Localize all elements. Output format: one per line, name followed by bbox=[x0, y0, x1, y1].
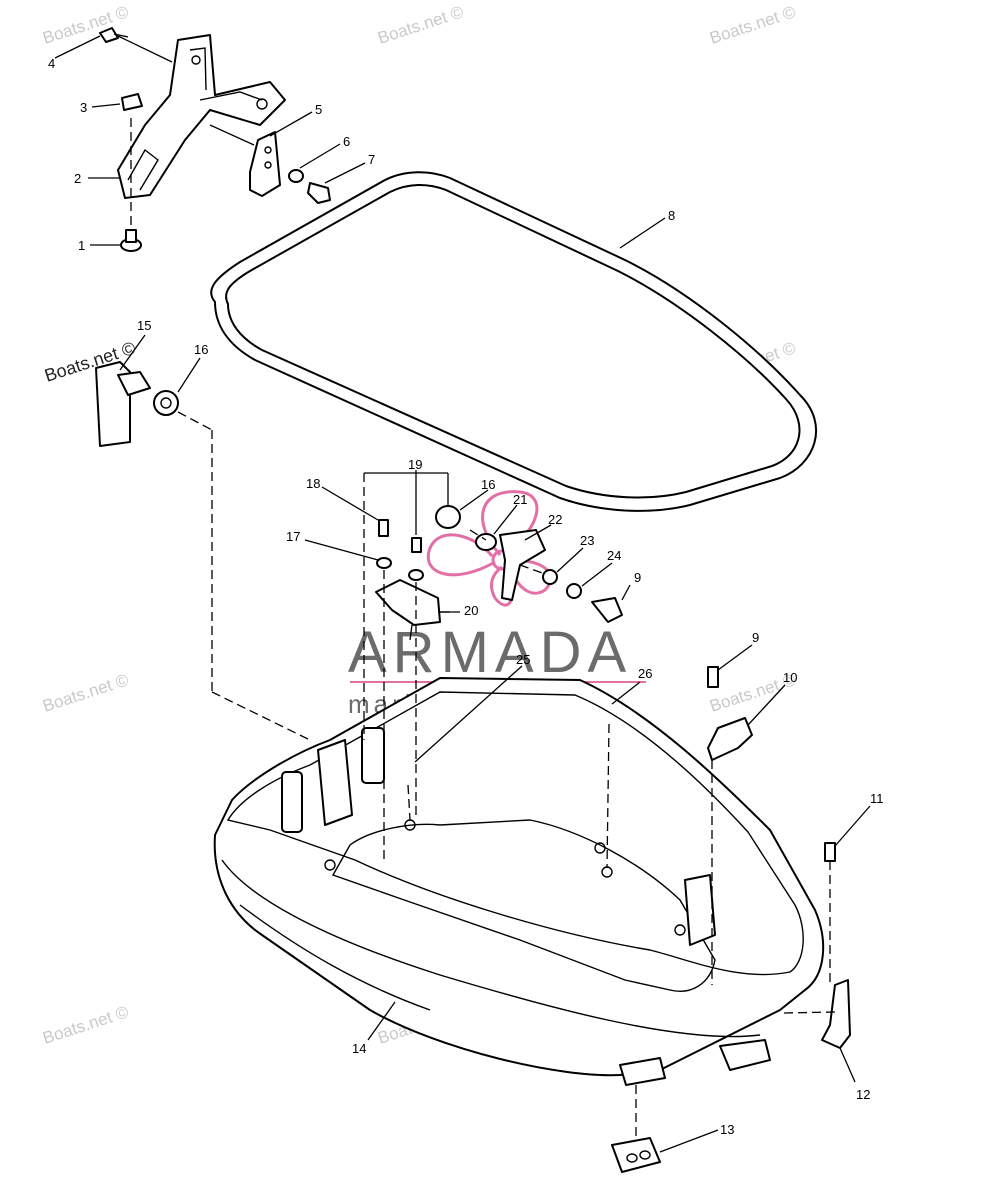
callout-21: 21 bbox=[513, 492, 527, 507]
part-4-screw bbox=[99, 27, 129, 43]
part-9-screw-right bbox=[707, 666, 719, 688]
part-15-latch bbox=[95, 361, 151, 447]
part-21-spring bbox=[475, 533, 497, 551]
callout-10: 10 bbox=[783, 670, 797, 685]
callout-9-upper: 9 bbox=[634, 570, 641, 585]
part-16-nut bbox=[153, 390, 179, 416]
callout-1: 1 bbox=[78, 238, 85, 253]
callout-24: 24 bbox=[607, 548, 621, 563]
callout-numbers: 1 2 3 4 5 6 7 8 9 9 10 11 12 13 14 15 16… bbox=[48, 56, 884, 1137]
callout-3: 3 bbox=[80, 100, 87, 115]
part-12-plate bbox=[821, 979, 851, 1049]
callout-26: 26 bbox=[638, 666, 652, 681]
part-9-bolt-upper bbox=[591, 597, 623, 623]
callout-12: 12 bbox=[856, 1087, 870, 1102]
watermark-site: Boats.net © bbox=[40, 1002, 131, 1048]
callout-16-left: 16 bbox=[194, 342, 208, 357]
callout-7: 7 bbox=[368, 152, 375, 167]
part-1-grommet bbox=[120, 229, 142, 252]
callout-8: 8 bbox=[668, 208, 675, 223]
callout-16-center: 16 bbox=[481, 477, 495, 492]
callout-11: 11 bbox=[870, 791, 884, 806]
callout-20: 20 bbox=[464, 603, 478, 618]
part-2-bracket bbox=[117, 34, 286, 199]
assembly-dashed-lines bbox=[130, 118, 836, 1138]
watermark-site: Boats.net © bbox=[375, 2, 466, 48]
part-13-grommet bbox=[611, 1137, 661, 1173]
part-10-bracket bbox=[707, 717, 753, 761]
part-11-screw bbox=[824, 842, 836, 862]
watermark-site: Boats.net © bbox=[707, 2, 798, 48]
part-23-washer bbox=[542, 569, 558, 585]
leader-lines bbox=[54, 35, 871, 1153]
callout-13: 13 bbox=[720, 1122, 734, 1137]
part-18-screw bbox=[378, 519, 389, 537]
watermark-site: Boats.net © bbox=[40, 670, 131, 716]
callout-25: 25 bbox=[516, 652, 530, 667]
callout-4: 4 bbox=[48, 56, 55, 71]
callout-15: 15 bbox=[137, 318, 151, 333]
callout-6: 6 bbox=[343, 134, 350, 149]
part-24-lockwasher bbox=[566, 583, 582, 599]
callout-23: 23 bbox=[580, 533, 594, 548]
part-3-grommet bbox=[121, 93, 143, 111]
part-19-screw bbox=[411, 537, 422, 553]
callout-19: 19 bbox=[408, 457, 422, 472]
callout-9-right: 9 bbox=[752, 630, 759, 645]
callout-14: 14 bbox=[352, 1041, 366, 1056]
callout-17: 17 bbox=[286, 529, 300, 544]
part-5-hinge-plate bbox=[249, 131, 281, 197]
callout-2: 2 bbox=[74, 171, 81, 186]
part-8-seal bbox=[210, 171, 817, 512]
callout-22: 22 bbox=[548, 512, 562, 527]
part-7-bolt bbox=[307, 182, 331, 204]
brand-name: ARMADA bbox=[348, 620, 632, 685]
callout-5: 5 bbox=[315, 102, 322, 117]
part-16-nut-center bbox=[435, 505, 461, 529]
part-17-washer bbox=[376, 557, 424, 581]
part-14-lower-cowl bbox=[213, 677, 825, 1086]
callout-18: 18 bbox=[306, 476, 320, 491]
part-6-washer bbox=[288, 169, 304, 183]
part-20-latch-bracket bbox=[375, 579, 441, 626]
watermark-site: Boats.net © bbox=[40, 2, 131, 48]
